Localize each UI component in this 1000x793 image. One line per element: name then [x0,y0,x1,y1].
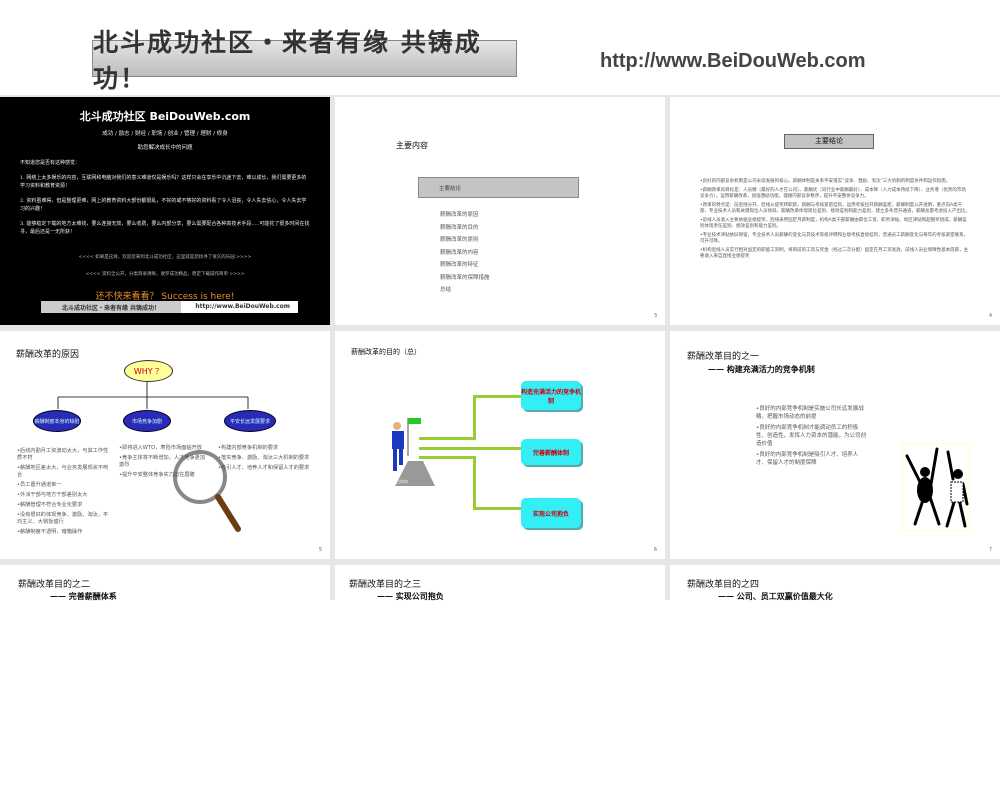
slide1-line2: <<<< 资料全公开，分类目录清晰，收罗成功精品，稳定下载操作简单 >>>> [85,272,245,277]
magnifier-icon [173,450,241,532]
bullet: •没有很好的体现竞争、激励、淘汰，平均主义、大锅饭盛行 [17,512,109,525]
toc-item: 薪酬改革的特征 [440,262,479,268]
bullet: •即将进入WTO，寿险市场面临开放 [119,445,202,451]
connector-line [473,395,476,440]
slide6-bullets: •良好的内部竞争机制是实施公司长远发展战略，把握市场动态的前提 •良好的内部竞争机… [756,405,868,470]
bullet: •良好的内部竞争机制是吸引人才、培养人才、保留人才的制度保障 [756,452,859,466]
slide7-subtitle: —— 完善薪酬体系 [50,591,117,601]
slide1-tags: 成功 / 励志 / 财经 / 职场 / 创业 / 管理 / 理财 / 修身 [102,131,228,137]
goal-box: 完善薪酬体制 [521,439,581,465]
bullet: •竞争主体将不断增加，人才竞争更加激烈 [119,455,206,468]
slide-3[interactable]: 主要内容 主要结论 薪酬改革的原因 薪酬改革的目的 薪酬改革的原则 薪酬改革的内… [335,97,665,325]
slide-4[interactable]: 主要结论 •良好的内部竞争机制是公司永续发展的核心。薪酬体制是关系平安落实“竞争… [670,97,1000,325]
slide1-subtitle: 助您解决成长中的问题 [137,145,193,151]
high-five-illustration-icon [902,443,970,531]
site-url[interactable]: http://www.BeiDouWeb.com [600,50,866,72]
bullet: •提升平安整体竞争实力迫在眉睫 [119,472,195,478]
bullet: •良好的内部竞争机制是公司永续发展的核心。薪酬体制是关系平安落实“竞争、激励、淘… [700,179,951,184]
slide1-footer-url[interactable]: http://www.BeiDouWeb.com [195,303,290,310]
bullet: •专业技术津贴依旧保留，专业技术人员薪酬的变化与其技术等级评聘和业绩考核直接挂钩… [700,233,969,244]
cause-node: 市场竞争加剧 [123,410,171,432]
toc-list: 薪酬改革的原因 薪酬改革的目的 薪酬改革的原则 薪酬改革的内容 薪酬改革的特征 … [440,209,490,297]
toc-item: 薪酬改革的内容 [440,249,479,256]
toc-item: 薪酬改革的目的 [440,224,479,231]
bullet: •改革的特点是：前后线分开，后线从提奖转职薪，薪酬与考核紧密挂钩，运用考核拉开薪… [700,203,970,214]
slide8-subtitle: —— 实现公司抱负 [377,591,444,601]
slide1-p2: 2. 资料虽难得，但是整理更难，网上的教育资料大部份都很乱，不好的或不够好的资料… [20,198,307,212]
page-header: 北斗成功社区・来者有缘 共铸成功！ http://www.BeiDouWeb.c… [0,0,1000,95]
cause-node: 平安长远发展要求 [224,410,276,432]
slide-7[interactable]: 薪酬改革目的之一 —— 构建充满活力的竞争机制 •良好的内部竞争机制是实施公司长… [670,331,1000,559]
cause-node: 薪酬制度本身的缺陷 [33,410,81,432]
slide1-p3: 3. 能够稳定下载的地方太难找，要么连接无效，要么收费，要么内部分享，要么需要配… [20,221,310,235]
slide9-subtitle: —— 公司、员工双赢价值最大化 [718,591,833,601]
slide1-intro: 不知道您是否有这种感觉： [20,160,81,166]
bullet: •薪酬制度不透明，暗箱操作 [17,529,83,535]
slide1-footer-banner: 北斗成功社区・来者有缘 共铸成功！ [41,301,181,313]
climber-figure-icon [392,418,435,486]
site-banner[interactable]: 北斗成功社区・来者有缘 共铸成功！ [92,28,517,93]
toc-item: 薪酬改革的原则 [440,237,479,243]
slide8-title: 薪酬改革目的之三 [349,580,422,590]
toc-item: 总结 [440,287,452,293]
bullet: •后线内勤月工资波动太大，与其工作性质不符 [17,448,109,461]
bullet: •外派干部与地方干部差别太大 [17,492,88,498]
slide-grid: 北斗成功社区 BeiDouWeb.com 成功 / 励志 / 财经 / 职场 /… [0,95,1000,793]
tree-connectors [57,382,249,409]
slide-number: 5 [318,547,322,553]
slide3-title: 主要结论 [784,134,874,149]
slide7-title: 薪酬改革目的之二 [18,580,91,590]
goal-box: 实现公司抱负 [521,498,581,528]
slide-number: 6 [653,547,657,553]
slide1-cta[interactable]: 还不快来看看？ Success is here! [95,292,235,302]
bullet: •薪酬地区差太大，与业务发展现状不吻合 [17,465,109,478]
slide1-line1: <<<< 如果是这样，欢迎您来到北斗成功社区，这里就是您找寻了很久的乐园 >>>… [78,255,252,260]
slide6-title: 薪酬改革目的之一 [687,352,760,362]
bullet: •员工晋升通道单一 [17,482,62,488]
cause-list-1: •后线内勤月工资波动太大，与其工作性质不符 •薪酬地区差太大，与业务发展现状不吻合… [17,448,112,539]
slide-1[interactable]: 北斗成功社区 BeiDouWeb.com 成功 / 励志 / 财经 / 职场 /… [0,97,330,325]
bullet: •吸引人才、培养人才和保留人才的要求 [218,465,310,471]
slide1-p1: 1. 网络上太多娱乐的内容，互联网和电脑对我们的意义难道仅是娱乐吗？这样只会在享… [20,175,307,189]
slide1-footer: 北斗成功社区・来者有缘 共铸成功！ http://www.BeiDouWeb.c… [41,301,298,313]
cause-list-3: •构建内部竞争机制的要求 •落实竞争、激励、淘汰三大机制的要求 •吸引人才、培养人才… [218,445,313,475]
slide5-title: 薪酬改革的目的（总） [351,348,421,356]
slide-5[interactable]: 薪酬改革的原因 WHY ？ 薪酬制度本身的缺陷 市场竞争加剧 平安长远发展要求 … [0,331,330,559]
cause-list-2: •即将进入WTO，寿险市场面临开放 •竞争主体将不断增加，人才竞争更加激烈 •提升平… [119,445,209,482]
why-node: WHY ？ [124,360,173,382]
slide1-body: 不知道您是否有这种感觉： 1. 网络上太多娱乐的内容，互联网和电脑对我们的意义难… [0,159,330,236]
toc-highlight: 主要结论 [418,177,579,198]
bullet: •薪酬改革的目标是：人员精（最好的人才在公司）、薪酬优（同行业中薪酬最好）、成本… [700,188,966,199]
connector-line [473,507,521,510]
bullet: •前线人员收入主要依据业绩提奖，后线采用固定月薪制度，机构A类干部薪酬由职位工资… [700,218,967,229]
slide9-title: 薪酬改革目的之四 [687,580,760,590]
bullet: •机构后线人员实行相对固定的职能工资制，将目前的工资与奖金（经过二次分配）固定在… [700,248,969,259]
bullet: •良好的内部竞争机制才能调动员工的积极性、创造性，发挥人力资本的潜能，为公司创造… [756,425,867,447]
bullet: •薪酬管理不符合专业化要求 [17,502,83,508]
connector-line [419,447,521,450]
connector-line [473,395,521,398]
toc-item: 薪酬改革的原因 [440,212,479,218]
goal-box: 构造充满活力的竞争机制 [521,381,581,410]
slide-9[interactable]: 薪酬改革目的之三 —— 实现公司抱负 [335,565,665,793]
bullet: •构建内部竞争机制的要求 [218,445,279,451]
slide-number: 7 [988,547,992,553]
connector-line [419,437,475,440]
slide1-title: 北斗成功社区 BeiDouWeb.com [79,110,251,123]
toc-item: 薪酬改革的保障措施 [440,274,490,281]
slide-number: 3 [653,313,657,319]
connector-line [473,456,476,510]
slide6-subtitle: —— 构建充满活力的竞争机制 [708,364,815,374]
slide2-title: 主要内容 [396,141,428,150]
connector-line [419,456,475,459]
slide3-bullets: •良好的内部竞争机制是公司永续发展的核心。薪酬体制是关系平安落实“竞争、激励、淘… [700,179,970,263]
slide-8[interactable]: 薪酬改革目的之二 —— 完善薪酬体系 [0,565,330,793]
bullet: •良好的内部竞争机制是实施公司长远发展战略，把握市场动态的前提 [756,406,864,420]
rock-label: 目的地 [396,479,408,484]
slide-number: 4 [988,313,992,319]
slide-10[interactable]: 薪酬改革目的之四 —— 公司、员工双赢价值最大化 [670,565,1000,793]
slide4-title: 薪酬改革的原因 [16,350,80,360]
slide-6[interactable]: 薪酬改革的目的（总） 目的地 构造充满活力的竞争机制 完善薪酬体制 实现公司抱负… [335,331,665,559]
bullet: •落实竞争、激励、淘汰三大机制的要求 [218,455,310,461]
